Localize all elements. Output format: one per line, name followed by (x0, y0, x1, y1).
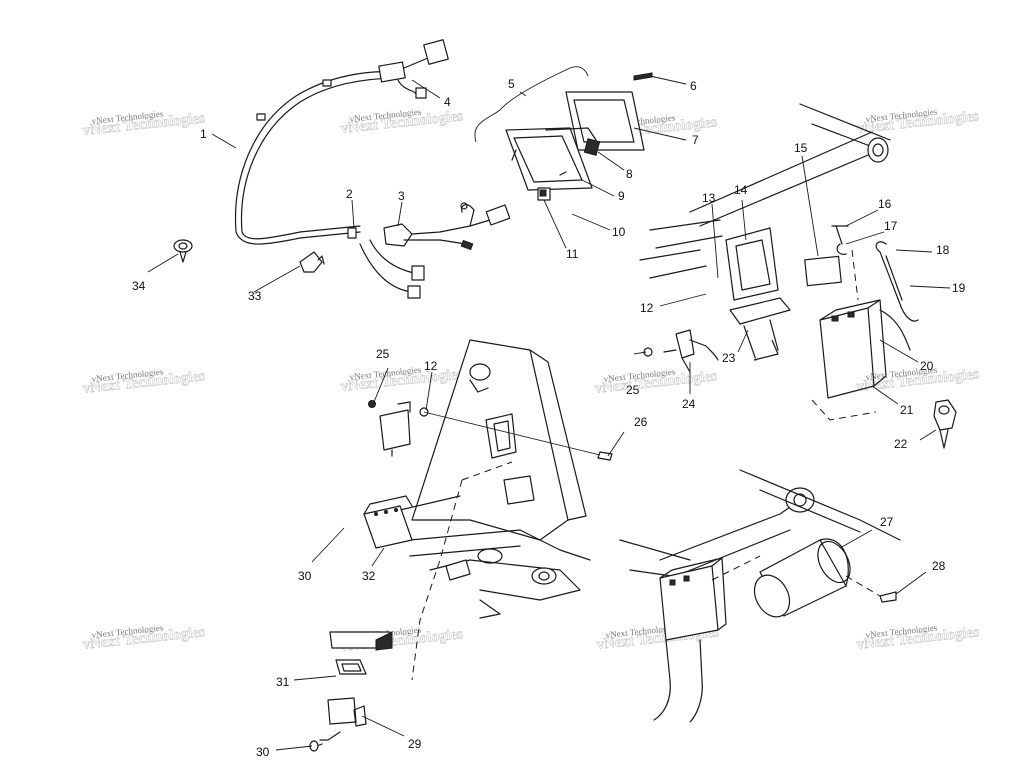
bottom-right-frame (619, 469, 901, 723)
watermark: vNext Technologies vNext Technologies (594, 366, 719, 397)
relay-24 (675, 329, 695, 359)
callout-3: 3 (398, 189, 405, 203)
strap-19 (875, 241, 919, 322)
callout-19: 19 (952, 281, 966, 295)
callout-30-upper: 30 (298, 569, 312, 583)
callout-17: 17 (884, 219, 898, 233)
callout-31: 31 (276, 675, 290, 689)
watermark: vNext Technologies vNext Technologies (340, 364, 465, 395)
bolt-26 (597, 451, 613, 461)
callout-25-frame: 25 (626, 383, 640, 397)
pad-15 (804, 255, 842, 287)
gasket-31 (335, 659, 367, 675)
watermark: vNext Technologies vNext Technologies (82, 622, 207, 653)
callout-2: 2 (346, 187, 353, 201)
cdi-box (379, 409, 411, 451)
callout-27: 27 (880, 515, 894, 529)
callout-20: 20 (920, 359, 934, 373)
callout-1: 1 (200, 127, 207, 141)
cover-32 (363, 505, 413, 549)
callout-12-plate: 12 (424, 359, 438, 373)
callout-6: 6 (690, 79, 697, 93)
callout-10: 10 (612, 225, 626, 239)
callout-21: 21 (900, 403, 914, 417)
connector-plug (411, 265, 425, 281)
bracket-29 (327, 697, 357, 725)
leader-lines (147, 66, 951, 751)
bolt-16 (831, 225, 849, 245)
callout-16: 16 (878, 197, 892, 211)
bottom-left-parts (309, 631, 393, 752)
grommet-34 (173, 239, 193, 253)
callout-18: 18 (936, 243, 950, 257)
callout-11: 11 (566, 247, 579, 261)
bracket-plate (485, 413, 517, 459)
callout-9: 9 (618, 189, 625, 203)
callout-30-lower: 30 (256, 745, 270, 759)
callout-24: 24 (682, 397, 696, 411)
callout-13: 13 (702, 191, 716, 205)
bracket-14 (725, 227, 779, 301)
center-frame (363, 339, 613, 681)
watermark: vNext Technologies vNext Technologies (82, 366, 207, 397)
tail-light-assembly (505, 72, 653, 201)
watermark: vNext Technologies vNext Technologies (856, 622, 981, 653)
callout-26: 26 (634, 415, 648, 429)
clamp-2 (347, 227, 357, 239)
callout-33: 33 (248, 289, 262, 303)
clip-17 (836, 243, 847, 255)
callout-8: 8 (626, 167, 633, 181)
bolt-28 (879, 591, 897, 603)
wiring-harness (234, 39, 511, 299)
bracket-23 (753, 339, 779, 361)
callout-29: 29 (408, 737, 422, 751)
callout-25-plate: 25 (376, 347, 390, 361)
callout-numbers: 1 2 3 4 5 6 7 8 9 10 11 12 12 13 14 15 1… (132, 77, 966, 759)
clip-33 (299, 251, 323, 273)
lens-7 (565, 91, 645, 151)
small-parts-left (173, 239, 325, 273)
callout-12-frame: 12 (640, 301, 654, 315)
callout-7: 7 (692, 133, 699, 147)
rear-frame (639, 103, 957, 449)
callout-14: 14 (734, 183, 748, 197)
callout-5: 5 (508, 77, 515, 91)
callout-15: 15 (794, 141, 808, 155)
callout-32: 32 (362, 569, 376, 583)
fuse-holder-22 (933, 399, 957, 431)
callout-22: 22 (894, 437, 908, 451)
callout-34: 34 (132, 279, 146, 293)
nut-25 (368, 400, 376, 408)
watermark: vNext Technologies vNext Technologies (856, 106, 981, 137)
housing-10 (505, 127, 593, 191)
callout-23: 23 (722, 351, 736, 365)
callout-28: 28 (932, 559, 946, 573)
callout-4: 4 (444, 95, 451, 109)
connector-3 (383, 223, 413, 247)
watermark: vNext Technologies vNext Technologies (82, 108, 207, 139)
ignition-switch-4 (378, 61, 406, 83)
